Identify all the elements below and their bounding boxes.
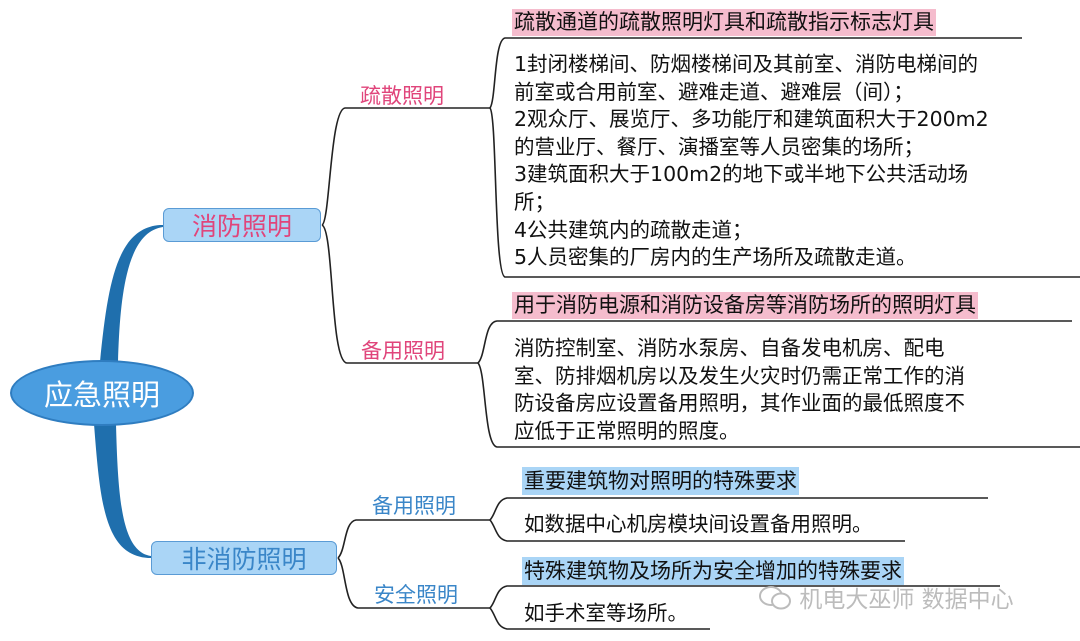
fire-standby-detail[interactable]: 消防控制室、消防水泵房、自备发电机房、配电 室、防排烟机房以及发生火灾时仍需正常… [514,335,965,445]
node-evacuation-lighting[interactable]: 疏散照明 [360,84,444,108]
detail-line: 防设备房应设置备用照明，其作业面的最低照度不 [514,391,965,416]
branch-to-fire [100,225,163,362]
detail-line: 4公共建筑内的疏散走道； [514,217,753,242]
root-node[interactable]: 应急照明 [10,360,194,426]
node-fire-standby-lighting[interactable]: 备用照明 [361,339,445,363]
wechat-icon [759,586,791,610]
nonfire-standby-heading[interactable]: 重要建筑物对照明的特殊要求 [522,467,799,495]
detail-line: 3建筑面积大于100m2的地下或半地下公共活动场 [514,162,969,187]
root-label: 应急照明 [43,378,160,412]
evacuation-detail[interactable]: 1封闭楼梯间、防烟楼梯间及其前室、消防电梯间的 前室或合用前室、避难走道、避难层… [514,51,989,272]
watermark-text: 机电大巫师 数据中心 [799,587,1014,613]
node-nonfire-standby-lighting[interactable]: 备用照明 [372,494,456,518]
detail-line: 消防控制室、消防水泵房、自备发电机房、配电 [514,336,945,360]
line-fire-standby [321,224,478,364]
detail-line: 所； [514,189,555,214]
safety-detail[interactable]: 如手术室等场所。 [524,601,688,625]
line-evacuation [321,107,490,226]
detail-line: 1封闭楼梯间、防烟楼梯间及其前室、消防电梯间的 [514,52,979,76]
detail-line: 5人员密集的厂房内的生产场所及疏散走道。 [514,245,917,270]
nonfire-standby-detail[interactable]: 如数据中心机房模块间设置备用照明。 [524,512,873,536]
fire-standby-heading[interactable]: 用于消防电源和消防设备房等消防场所的照明灯具 [512,292,978,319]
detail-line: 室、防排烟机房以及发生火灾时仍需正常工作的消 [514,363,965,388]
node-nonfire-lighting[interactable]: 非消防照明 [151,541,337,575]
detail-line: 前室或合用前室、避难走道、避难层（间）； [514,79,914,104]
evacuation-heading[interactable]: 疏散通道的疏散照明灯具和疏散指示标志灯具 [512,9,936,36]
node-fire-lighting-label: 消防照明 [191,212,292,241]
watermark: 机电大巫师 数据中心 [758,580,1014,614]
detail-line: 的营业厅、餐厅、演播室等人员密集的场所； [514,134,924,159]
safety-heading[interactable]: 特殊建筑物及场所为安全增加的特殊要求 [522,557,904,585]
node-fire-lighting[interactable]: 消防照明 [163,208,321,242]
detail-line: 应低于正常照明的照度。 [514,418,740,443]
node-nonfire-lighting-label: 非消防照明 [181,545,307,574]
detail-line: 2观众厅、展览厅、多功能厅和建筑面积大于200m2 [514,107,989,132]
node-safety-lighting[interactable]: 安全照明 [374,583,458,607]
branch-to-nonfire [94,424,151,558]
